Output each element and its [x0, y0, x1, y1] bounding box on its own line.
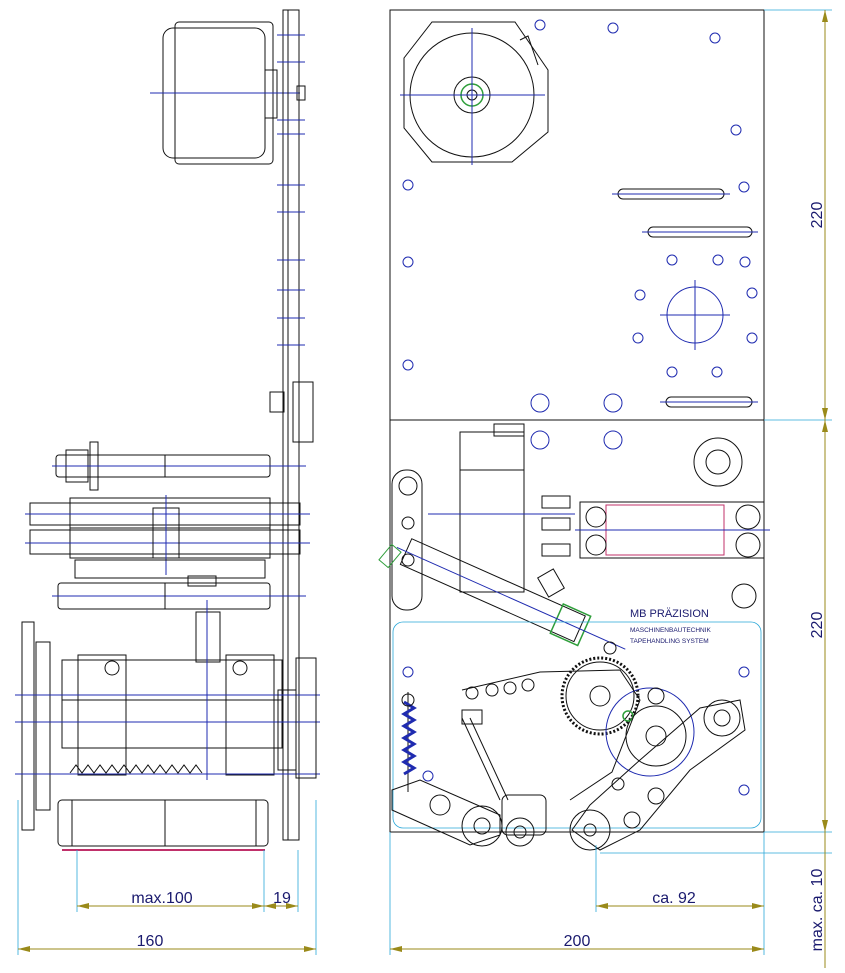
- company-line-1: MASCHINENBAUTECHNIK: [630, 627, 712, 634]
- side-spring: [69, 764, 203, 774]
- side-roller-3: [52, 559, 306, 610]
- dim-plate-thickness: 19: [273, 890, 291, 907]
- front-valve-block: [428, 423, 575, 593]
- front-lower-lever: [391, 666, 750, 847]
- front-slots: [612, 188, 758, 408]
- dim-height-bottom: 220: [809, 612, 826, 639]
- side-motor-housing: [150, 21, 306, 165]
- dim-height-top: 220: [809, 202, 826, 229]
- company-name: MB PRÄZISION: [630, 608, 709, 620]
- company-line-2: TAPEHANDLING SYSTEM: [630, 638, 709, 645]
- side-lower-assembly: [15, 600, 320, 851]
- front-motor: [400, 21, 549, 165]
- front-upper-plate: [389, 9, 765, 421]
- side-roller-1: [52, 441, 306, 491]
- front-view: MB PRÄZISION MASCHINENBAUTECHNIK TAPEHAN…: [378, 9, 770, 851]
- side-mounting-plate: [269, 9, 314, 841]
- front-diagonal-cylinder: [378, 469, 626, 650]
- front-gear-mechanism: [461, 641, 746, 851]
- dim-protrusion: max. ca. 10: [809, 869, 826, 952]
- front-lower-plate: [389, 419, 765, 833]
- front-holes-upper: [402, 19, 758, 450]
- dimension-lines: [17, 9, 832, 968]
- front-cylinder-right: [575, 437, 770, 609]
- front-spring: [401, 692, 417, 792]
- side-view: [15, 9, 320, 851]
- dim-width-main: 200: [564, 933, 591, 950]
- gear-teeth: [560, 656, 640, 736]
- side-roller-2: [25, 495, 310, 575]
- branding-panel: MB PRÄZISION MASCHINENBAUTECHNIK TAPEHAN…: [392, 608, 762, 829]
- dim-offset: ca. 92: [652, 890, 696, 907]
- dim-max-width: max.100: [131, 890, 192, 907]
- dim-width-side: 160: [137, 933, 164, 950]
